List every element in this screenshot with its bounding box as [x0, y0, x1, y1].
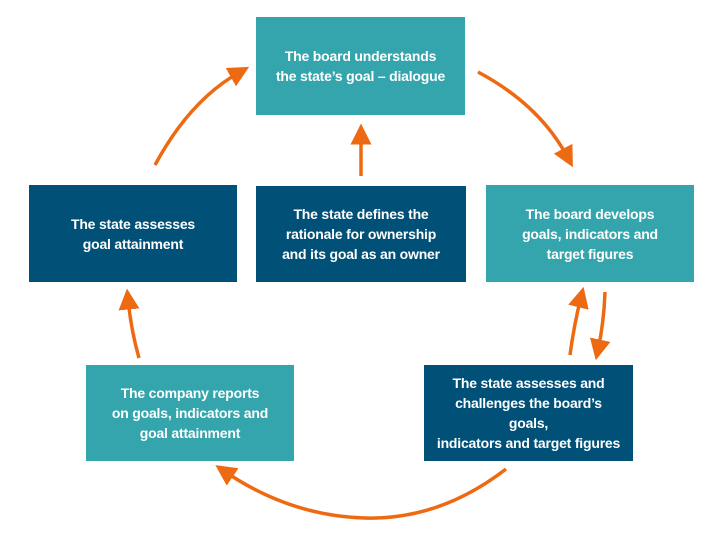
arrow-report-to-assess — [118, 288, 141, 359]
node-board-understands: The board understands the state’s goal –… — [256, 17, 465, 115]
node-label: The board understands the state’s goal –… — [275, 48, 446, 84]
node-label: The board develops goals, indicators and… — [522, 205, 658, 262]
arrow-develop-to-challenge — [589, 291, 611, 361]
node-label: The company reports on goals, indicators… — [111, 385, 269, 441]
arrow-assess-to-understand — [153, 66, 250, 166]
node-state-challenges: The state assesses and challenges the bo… — [424, 365, 633, 461]
arrow-challenge-to-report — [215, 465, 508, 520]
arrow-challenge-to-develop — [568, 286, 589, 356]
node-state-defines-rationale: The state defines the rationale for owne… — [256, 186, 466, 282]
node-label: The state assesses and challenges the bo… — [436, 375, 621, 451]
node-label: The state assesses goal attainment — [70, 215, 196, 252]
node-company-reports: The company reports on goals, indicators… — [86, 365, 294, 461]
arrow-understand-to-develop — [477, 70, 573, 168]
node-label: The state defines the rationale for owne… — [282, 206, 440, 262]
node-state-assesses-attainment: The state assesses goal attainment — [29, 185, 237, 282]
node-board-develops: The board develops goals, indicators and… — [486, 185, 694, 282]
